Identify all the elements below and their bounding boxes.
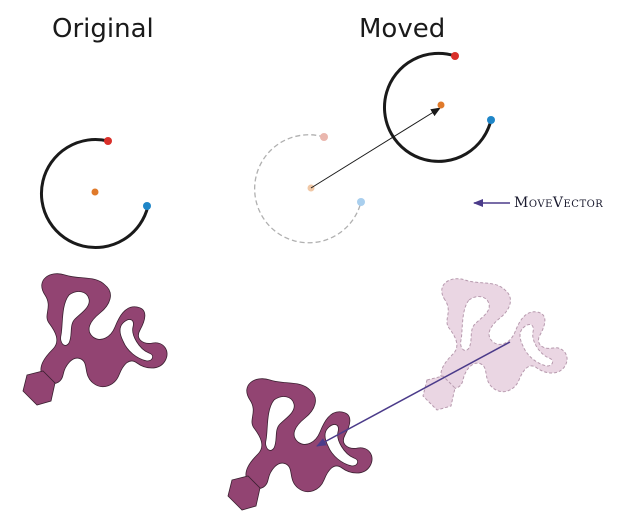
original-heading: Original — [52, 14, 154, 44]
move-vector-legend-label: MoveVector — [514, 195, 604, 211]
moved-shape — [227, 378, 373, 511]
original-arc-group — [39, 137, 151, 250]
ghost-arc-group — [254, 133, 365, 244]
moved-arc-group — [382, 51, 495, 163]
moved-arc-end-point — [487, 116, 495, 124]
shape-move-vector — [316, 341, 511, 447]
ghost-arc-start-point — [320, 133, 328, 141]
ghost-arc-end-point — [357, 198, 365, 206]
ghost-arc — [254, 134, 362, 244]
original-arc — [39, 138, 150, 250]
moved-heading: Moved — [359, 14, 446, 44]
ghost-shape — [422, 278, 568, 411]
arc-move-vector — [310, 107, 441, 189]
original-arc-center-point — [91, 188, 99, 196]
original-arc-start-point — [104, 137, 112, 145]
original-arc-end-point — [143, 202, 151, 210]
moved-arc — [382, 51, 493, 163]
moved-arc-start-point — [451, 52, 459, 60]
original-shape — [22, 273, 168, 406]
moved-arc-center-point — [437, 101, 445, 109]
